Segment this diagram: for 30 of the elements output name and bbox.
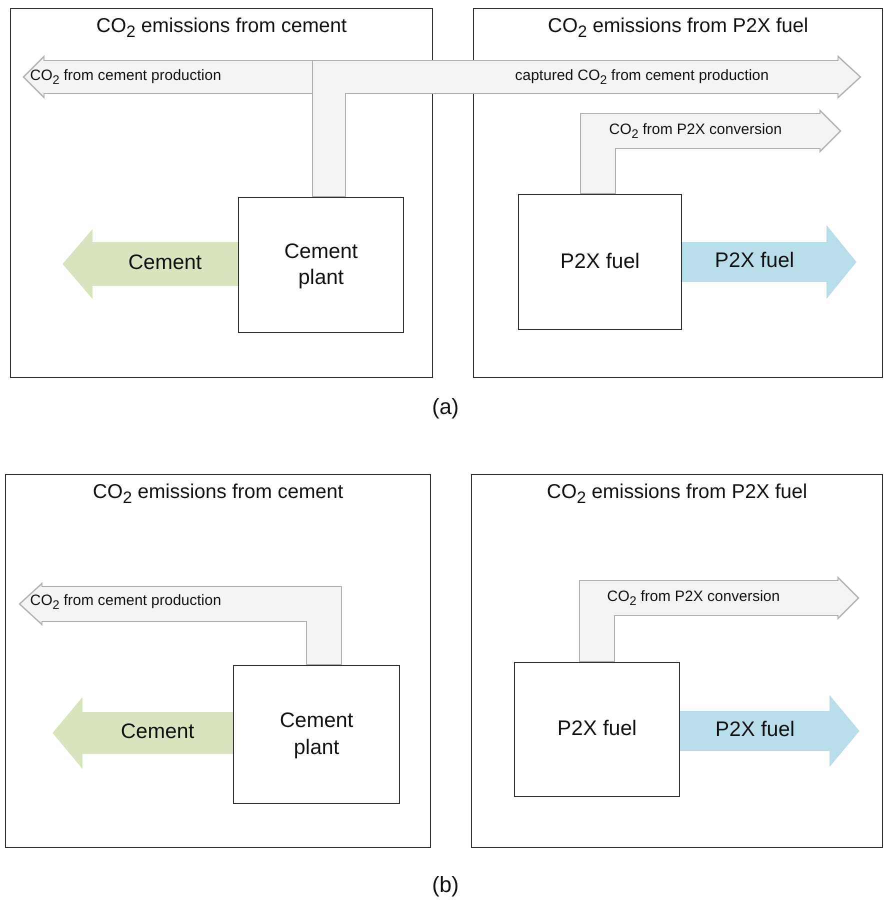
block-arrow <box>62 229 238 299</box>
panel-title: CO$_{2}$ emissions from cement <box>92 481 344 508</box>
block-arrow <box>680 695 860 767</box>
block-arrow <box>52 697 233 769</box>
flow-arrow <box>579 576 860 662</box>
process-box: Cement plant <box>233 665 400 804</box>
process-box: P2X fuel <box>514 662 680 797</box>
flow-arrow <box>18 582 342 665</box>
panel-frame <box>5 474 431 848</box>
panel-frame <box>473 8 883 378</box>
process-box: Cement plant <box>238 197 404 333</box>
panel-label: (b) <box>432 872 459 898</box>
panel-title: CO$_{2}$ emissions from cement <box>95 15 348 42</box>
arrow-label: Cement <box>120 720 196 744</box>
arrow-label: Cement <box>127 251 203 275</box>
arrow-label: P2X fuel <box>714 718 796 742</box>
panel-frame <box>471 474 883 848</box>
panel-title: CO$_{2}$ emissions from P2X fuel <box>546 481 808 508</box>
arrow-label: CO$_{2}$ from P2X conversion <box>609 121 782 141</box>
block-arrow <box>682 225 856 299</box>
arrow-label: CO$_{2}$ from cement production <box>30 67 222 87</box>
arrow-label: CO$_{2}$ from P2X conversion <box>607 588 780 608</box>
flow-arrow <box>580 109 842 194</box>
process-box: P2X fuel <box>518 194 682 330</box>
panel-frame <box>10 8 433 378</box>
arrow-label: P2X fuel <box>714 249 796 273</box>
arrow-label: CO$_{2}$ from cement production <box>30 592 222 612</box>
panel-title: CO$_{2}$ emissions from P2X fuel <box>546 15 810 42</box>
arrow-label: captured CO$_{2}$ from cement production <box>515 67 769 87</box>
panel-label: (a) <box>432 394 459 420</box>
